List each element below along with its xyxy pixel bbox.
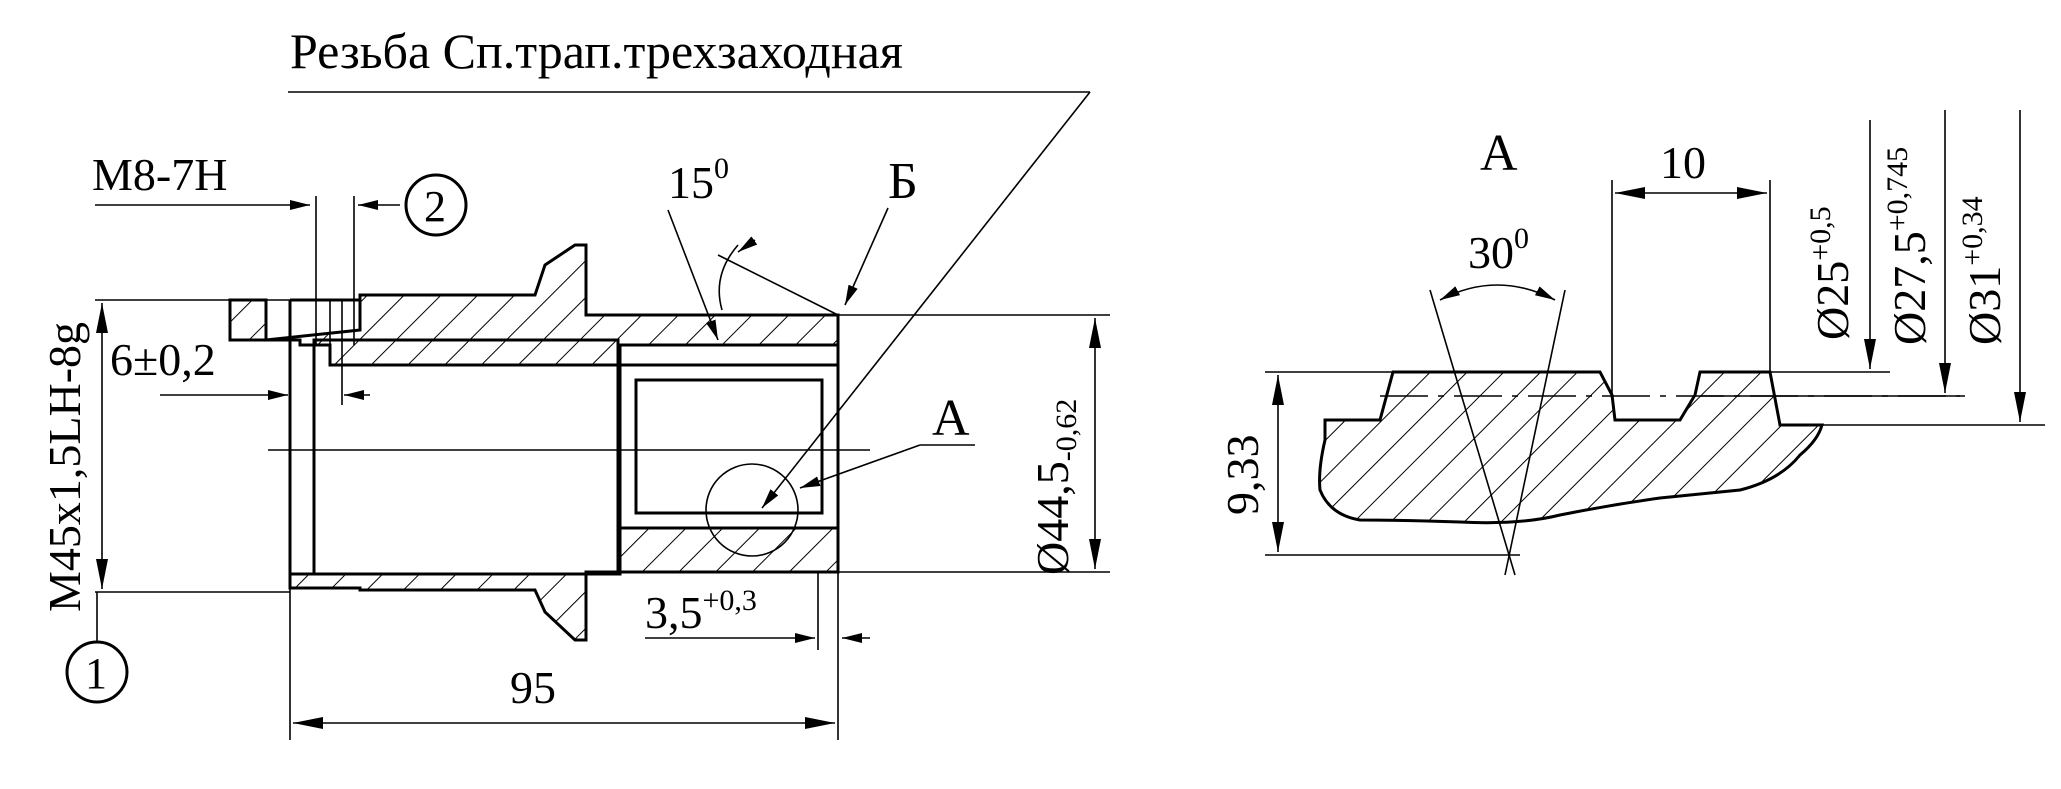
upper-wall-section	[228, 243, 840, 367]
marker-2-circle	[404, 173, 468, 237]
hole-depth-text: 6±0,2	[110, 334, 216, 385]
dim-933-text: 9,33	[1217, 435, 1268, 516]
marker-2-text: 2	[424, 182, 446, 231]
marker-1-text: 1	[85, 649, 107, 698]
angle-15-text: 150	[668, 152, 729, 208]
angle-30-arc	[1439, 284, 1556, 301]
dim-d275-text: Ø27,5+0,745	[1881, 147, 1935, 345]
dim-d25-text: Ø25+0,5	[1804, 206, 1858, 340]
angle-30-text: 300	[1468, 222, 1529, 278]
detail-title-text: A	[1480, 125, 1518, 182]
thread-profile-section	[1318, 370, 1824, 525]
dim-10-text: 10	[1660, 137, 1706, 188]
hole-thread-text: M8-7H	[92, 149, 227, 200]
part-outline	[288, 298, 840, 588]
view-b-text: Б	[888, 153, 918, 210]
view-a-callout-text: A	[932, 390, 970, 447]
detail-a-circle	[705, 463, 799, 557]
angle-15-arc	[718, 244, 739, 311]
bore-outline	[312, 338, 620, 576]
detail-view-a: A 300 10 9,33 Ø25+0,5 Ø27,5+0,745 Ø31+0,…	[1217, 110, 2045, 576]
main-view: 95 M45x1,5LH-8g 1 M8-7H 2 6±0,2 Резьба С…	[39, 23, 1110, 740]
dim-m45-text: M45x1,5LH-8g	[39, 322, 90, 612]
thread-title-text: Резьба Сп.трап.трехзаходная	[290, 23, 903, 79]
dim-d44-text: Ø44,5-0,62	[1027, 399, 1083, 575]
dim-d31-text: Ø31+0,34	[1956, 196, 2010, 345]
internal-thread-inner	[634, 378, 824, 515]
dim-95-text: 95	[510, 662, 556, 713]
internal-thread-outline	[618, 363, 840, 530]
groove-text: 3,5+0,3	[645, 584, 757, 638]
